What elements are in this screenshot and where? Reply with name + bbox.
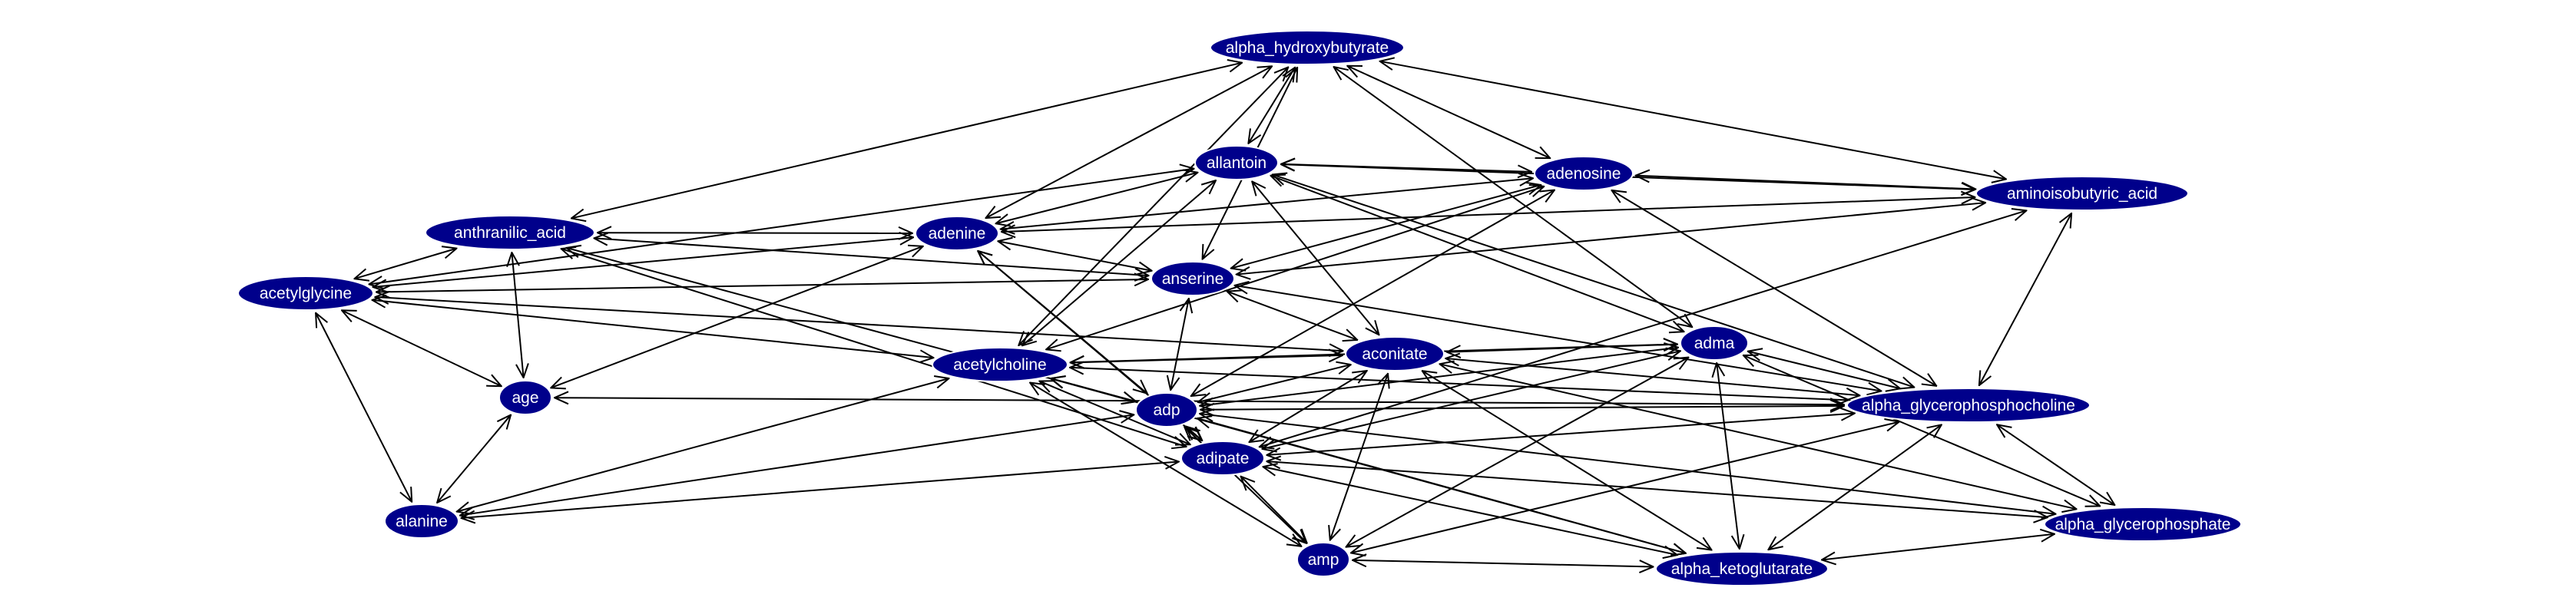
edge-adp-alanine [460,414,1134,515]
edge-age-alanine [437,415,511,503]
edge-adp-adipate [1186,426,1202,440]
node-anthranilic_acid: anthranilic_acid [425,215,595,250]
edge-adipate-alpha_glycerophosphate [1266,461,2048,517]
node-label: adp [1153,401,1180,419]
node-label: allantoin [1207,154,1266,172]
edge-amp-alpha_ketoglutarate [1353,560,1654,567]
node-label: alpha_hydroxybutyrate [1226,39,1389,57]
node-shape [1680,325,1749,361]
edge-adp-alpha_glycerophosphocholine [1200,406,1844,410]
edge-allantoin-adenine [996,173,1198,223]
node-amp: amp [1296,542,1350,577]
edge-adenosine-anserine [1231,185,1541,269]
edge-adipate-alanine [461,461,1179,517]
edge-adipate-amp [1241,477,1307,543]
node-shape [915,216,999,251]
node-anserine: anserine [1151,261,1235,296]
node-shape [932,347,1068,382]
node-adenine: adenine [915,216,999,251]
node-shape [1194,145,1279,180]
edge-alpha_hydroxybutyrate-allantoin [1248,68,1295,144]
node-label: amp [1308,551,1339,569]
node-alpha_glycerophosphocholine: alpha_glycerophosphocholine [1846,388,2091,423]
node-label: alpha_ketoglutarate [1671,560,1813,578]
edge-acetylglycine-acetylcholine [372,300,933,358]
edge-alpha_glycerophosphocholine-adipate [1266,414,1855,455]
node-label: anserine [1162,270,1224,288]
node-shape [1210,30,1405,65]
node-label: age [512,389,538,407]
node-label: adma [1694,335,1735,352]
node-shape [498,380,552,415]
edge-acetylglycine-age [342,310,502,386]
edge-anthranilic_acid-adp [567,248,1136,401]
node-label: alpha_glycerophosphate [2055,516,2231,533]
node-shape [1151,261,1235,296]
edge-aconitate-adma [1447,345,1677,352]
node-shape [384,503,459,539]
edge-anserine-aconitate [1227,292,1358,340]
node-label: anthranilic_acid [454,224,566,242]
node-label: alpha_glycerophosphocholine [1862,397,2075,414]
node-acetylglycine: acetylglycine [237,276,374,311]
node-allantoin: allantoin [1194,145,1279,180]
edge-anthranilic_acid-anserine [594,238,1148,276]
node-adp: adp [1135,392,1198,427]
node-alpha_hydroxybutyrate: alpha_hydroxybutyrate [1210,30,1405,65]
edge-anserine-adp [1170,299,1189,390]
edge-adipate-alpha_ketoglutarate [1263,467,1677,555]
edge-alpha_glycerophosphocholine-alpha_glycerophosphate [1997,424,2114,505]
edge-aconitate-alpha_ketoglutarate [1422,371,1712,550]
edge-alpha_hydroxybutyrate-anthranilic_acid [571,63,1242,219]
edge-alpha_hydroxybutyrate-aminoisobutyric_acid [1380,61,2006,180]
node-label: acetylglycine [260,285,352,302]
node-adma: adma [1680,325,1749,361]
node-shape [237,276,374,311]
node-shape [1975,176,2189,211]
node-adipate: adipate [1180,441,1265,476]
node-shape [1846,388,2091,423]
edge-adenosine-adenine [1001,178,1533,229]
node-shape [1534,156,1634,191]
edge-anserine-alpha_glycerophosphocholine [1234,286,1881,391]
node-aminoisobutyric_acid: aminoisobutyric_acid [1975,176,2189,211]
node-label: adenine [929,225,986,243]
node-adenosine: adenosine [1534,156,1634,191]
node-shape [1296,542,1350,577]
node-aconitate: aconitate [1345,336,1445,371]
edge-alpha_glycerophosphate-alpha_ketoglutarate [1822,534,2055,560]
edge-allantoin-adma [1270,176,1684,332]
node-label: alanine [396,513,448,530]
edge-acetylglycine-alanine [316,313,412,502]
edge-adma-alpha_ketoglutarate [1717,363,1740,549]
node-acetylcholine: acetylcholine [932,347,1068,382]
node-label: acetylcholine [953,356,1046,374]
node-shape [425,215,595,250]
node-shape [2044,507,2242,542]
node-shape [1135,392,1198,427]
edge-adenosine-acetylcholine [1046,187,1544,349]
node-shape [1180,441,1265,476]
edge-aminoisobutyric_acid-anserine [1237,203,1985,275]
node-alpha_glycerophosphate: alpha_glycerophosphate [2044,507,2242,542]
node-shape [1345,336,1445,371]
node-alanine: alanine [384,503,459,539]
nodes-layer: alpha_hydroxybutyrate allantoin adenosine a… [237,30,2242,586]
edge-aminoisobutyric_acid-alpha_glycerophosphocholine [1979,213,2071,385]
node-age: age [498,380,552,415]
edge-alpha_glycerophosphocholine-alpha_ketoglutarate [1768,424,1941,550]
edge-anserine-acetylglycine [376,279,1148,292]
node-label: adipate [1197,450,1250,467]
edge-age-alpha_glycerophosphocholine [555,398,1844,404]
edges-layer [316,61,2114,567]
node-alpha_ketoglutarate: alpha_ketoglutarate [1655,551,1829,586]
node-label: aminoisobutyric_acid [2007,185,2157,203]
edge-alpha_hydroxybutyrate-adenosine [1347,66,1550,158]
node-label: adenosine [1547,165,1621,183]
node-shape [1655,551,1829,586]
edge-adenosine-aminoisobutyric_acid [1636,176,1976,190]
edge-adma-adipate [1262,351,1680,449]
node-label: aconitate [1362,345,1427,363]
